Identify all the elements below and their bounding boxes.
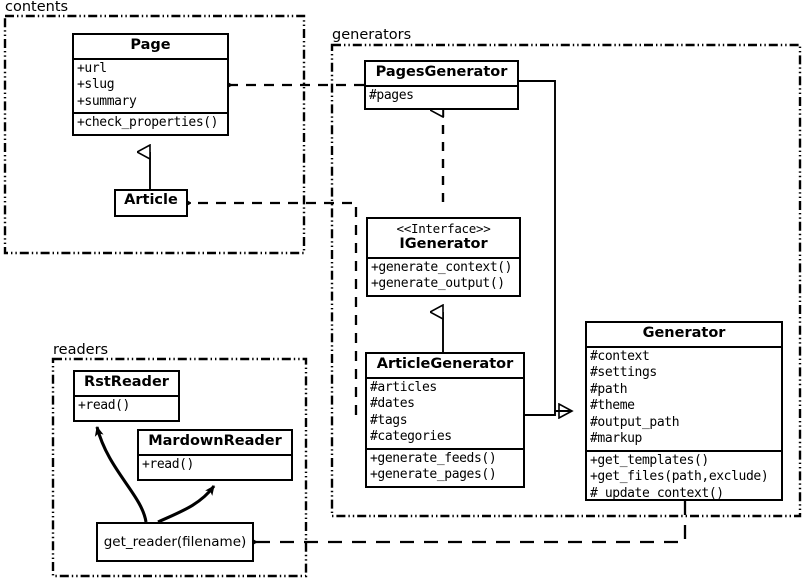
attribute-tags: #tags [370,412,408,428]
class-attributes-pagesgenerator: #pages [366,84,517,107]
class-name-mardownreader: MardownReader [148,433,282,449]
method-update-context: #_update_context() [590,485,724,501]
class-methods-page: +check_properties() [74,112,227,134]
class-name-text-igenerator: IGenerator [399,235,488,252]
attribute-settings: #settings [590,365,657,381]
function-name-get-reader: get_reader(filename) [103,534,247,550]
class-attributes-generator: #context #settings #path #theme #output_… [587,345,781,450]
class-name-articlegenerator: ArticleGenerator [376,356,514,372]
class-methods-articlegenerator: +generate_feeds() +generate_pages() [367,447,523,486]
connector-getreader-to-rstreader [94,426,148,523]
package-frame-contents [3,14,306,255]
method-read-markdown: +read() [142,456,194,472]
package-frame-generators [330,43,802,518]
class-methods-igenerator: +generate_context() +generate_output() [368,256,519,295]
method-check-properties: +check_properties() [77,115,219,131]
attribute-theme: #theme [590,398,635,414]
connector-generator-to-getreader [256,501,687,542]
attribute-url: +url [77,60,107,76]
attribute-context: #context [590,348,650,364]
attribute-categories: #categories [370,429,452,445]
class-methods-rstreader: +read() [75,394,178,417]
attribute-summary: +summary [77,93,137,109]
attribute-pages: #pages [369,87,414,103]
package-frame-readers [51,357,308,578]
attribute-dates: #dates [370,396,415,412]
connector-pagesgenerator-to-generator [519,80,572,411]
class-attributes-articlegenerator: #articles #dates #tags #categories [367,376,523,448]
attribute-slug: +slug [77,77,115,93]
method-generate-feeds: +generate_feeds() [370,450,497,466]
class-box-igenerator[interactable]: <<Interface>> IGenerator +generate_conte… [366,217,521,297]
class-stereotype-igenerator: <<Interface>> [396,221,491,236]
method-get-files: +get_files(path,exclude) [590,469,769,485]
attribute-articles: #articles [370,379,437,395]
method-read-rst: +read() [78,397,130,413]
package-label-readers: readers [53,342,109,358]
method-get-templates: +get_templates() [590,452,709,468]
connector-getreader-to-mardownreader [157,485,216,524]
method-generate-output: +generate_output() [371,276,505,292]
function-box-get-reader[interactable]: get_reader(filename) [96,522,254,562]
package-label-contents: contents [5,0,69,15]
method-generate-pages: +generate_pages() [370,467,497,483]
class-name-igenerator: <<Interface>> IGenerator [368,219,519,257]
class-methods-mardownreader: +read() [139,453,291,476]
class-box-pagesgenerator[interactable]: PagesGenerator #pages [364,60,519,110]
class-box-article[interactable]: Article [114,189,188,217]
attribute-markup: #markup [590,431,642,447]
class-box-articlegenerator[interactable]: ArticleGenerator #articles #dates #tags … [365,352,525,488]
class-box-generator[interactable]: Generator #context #settings #path #them… [585,321,783,501]
class-name-pagesgenerator: PagesGenerator [375,64,508,80]
class-name-rstreader: RstReader [84,374,169,390]
class-name-generator: Generator [642,325,726,341]
class-methods-generator: +get_templates() +get_files(path,exclude… [587,449,781,505]
attribute-path: #path [590,381,628,397]
package-label-generators: generators [332,27,412,43]
method-generate-context: +generate_context() [371,259,513,275]
class-name-article: Article [124,192,178,208]
connector-articlegenerator-to-generator [525,410,572,416]
class-box-rstreader[interactable]: RstReader +read() [73,370,180,422]
class-name-page: Page [130,37,171,53]
class-attributes-page: +url +slug +summary [74,57,227,113]
class-box-page[interactable]: Page +url +slug +summary +check_properti… [72,33,229,136]
class-box-mardownreader[interactable]: MardownReader +read() [137,429,293,481]
attribute-output-path: #output_path [590,414,680,430]
